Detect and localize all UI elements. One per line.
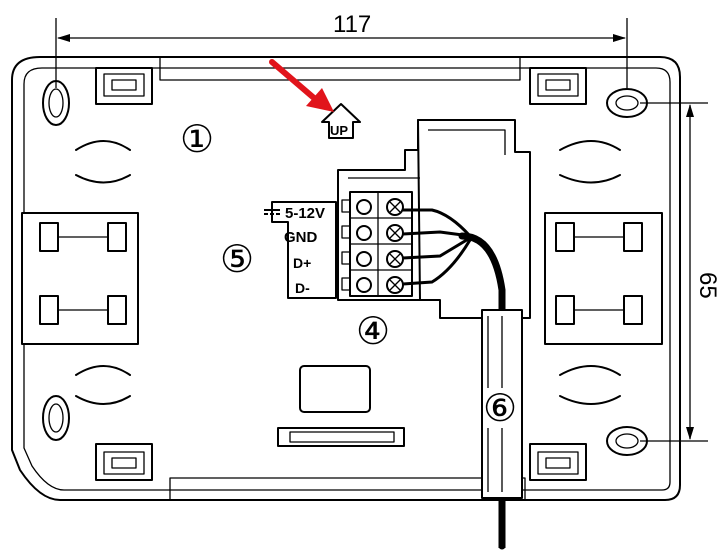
side-clip-right bbox=[544, 212, 663, 345]
mounting-hole-top-left bbox=[42, 80, 70, 126]
width-label: 117 bbox=[333, 11, 371, 38]
label-d-minus: D- bbox=[295, 280, 310, 296]
up-arrow-icon: UP bbox=[321, 103, 361, 139]
bottom-rect-slot bbox=[299, 365, 371, 413]
terminal-label-panel: 5-12V GND D+ D- bbox=[264, 201, 337, 299]
pointer-arrow bbox=[269, 59, 334, 112]
marker-6-box: ⑥ bbox=[483, 388, 520, 430]
label-d-plus: D+ bbox=[293, 255, 311, 271]
marker-5: ⑤ bbox=[220, 239, 254, 281]
height-label: 65 bbox=[694, 272, 721, 299]
vent-slots-right bbox=[559, 140, 621, 405]
latch-top-right bbox=[529, 67, 587, 105]
vent-slots-left bbox=[75, 140, 131, 405]
latch-bottom-left bbox=[95, 443, 153, 481]
side-clip-left bbox=[21, 212, 139, 345]
mounting-hole-top-right bbox=[606, 88, 648, 118]
up-label: UP bbox=[330, 123, 348, 138]
bottom-notch bbox=[169, 477, 526, 500]
terminal-screw-icon bbox=[386, 224, 404, 242]
terminal-block bbox=[341, 191, 413, 297]
marker-1: ① bbox=[180, 119, 214, 161]
mounting-hole-bottom-left bbox=[42, 395, 70, 441]
terminal-screw-icon bbox=[386, 198, 404, 216]
marker-6: ⑥ bbox=[483, 388, 517, 430]
terminal-screw-icon bbox=[386, 250, 404, 268]
label-gnd: GND bbox=[284, 229, 318, 246]
bottom-long-slot bbox=[277, 427, 405, 447]
housing-inner-outline bbox=[23, 67, 671, 491]
terminal-screw-icon bbox=[386, 276, 404, 294]
latch-bottom-right bbox=[529, 443, 587, 481]
marker-4: ④ bbox=[356, 311, 390, 353]
terminal-housing bbox=[337, 119, 531, 319]
top-notch bbox=[159, 57, 521, 81]
cable bbox=[458, 232, 506, 550]
label-power: 5-12V bbox=[285, 205, 325, 222]
dimension-width: 117 bbox=[55, 11, 628, 88]
dc-symbol-icon bbox=[264, 209, 280, 215]
dimension-height: 65 bbox=[640, 102, 721, 442]
latch-top-left bbox=[95, 67, 153, 105]
